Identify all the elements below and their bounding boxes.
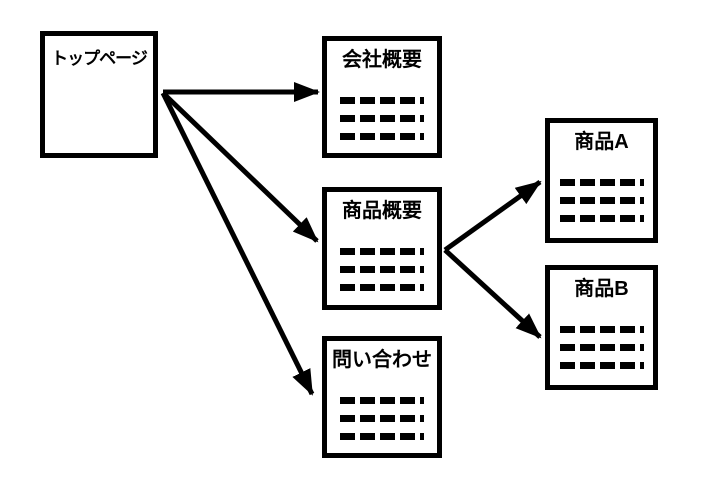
node-top-page-label: トップページ (51, 49, 148, 68)
node-company-overview: 会社概要 (322, 36, 442, 158)
placeholder-line (340, 397, 424, 404)
node-product-b-label: 商品B (574, 278, 629, 300)
node-contact-label: 問い合わせ (332, 349, 432, 371)
placeholder-line (559, 179, 644, 186)
node-contact: 問い合わせ (322, 336, 442, 458)
node-product-a: 商品A (545, 118, 658, 243)
placeholder-line (340, 97, 424, 104)
node-company-overview-label: 会社概要 (342, 49, 422, 71)
placeholder-line (340, 133, 424, 140)
placeholder-line (559, 197, 644, 204)
placeholder-line (340, 115, 424, 122)
placeholder-line (559, 344, 644, 351)
text-placeholder-lines (327, 397, 437, 440)
arrow-product-to-a-icon (443, 179, 542, 253)
placeholder-line (340, 284, 424, 291)
arrow-top-to-contact-icon (160, 91, 315, 396)
placeholder-line (340, 415, 424, 422)
text-placeholder-lines (327, 248, 437, 291)
arrow-product-to-b-icon (443, 248, 542, 339)
placeholder-line (559, 215, 644, 222)
node-product-overview-label: 商品概要 (342, 200, 422, 222)
placeholder-line (340, 266, 424, 273)
placeholder-line (559, 362, 644, 369)
node-product-a-label: 商品A (574, 131, 629, 153)
node-top-page: トップページ (40, 31, 158, 158)
text-placeholder-lines (550, 179, 653, 222)
node-product-b: 商品B (545, 265, 658, 390)
placeholder-line (559, 326, 644, 333)
node-product-overview: 商品概要 (322, 187, 442, 310)
text-placeholder-lines (327, 97, 437, 140)
placeholder-line (340, 248, 424, 255)
text-placeholder-lines (550, 326, 653, 369)
placeholder-line (340, 433, 424, 440)
arrow-top-to-product-icon (161, 91, 319, 243)
